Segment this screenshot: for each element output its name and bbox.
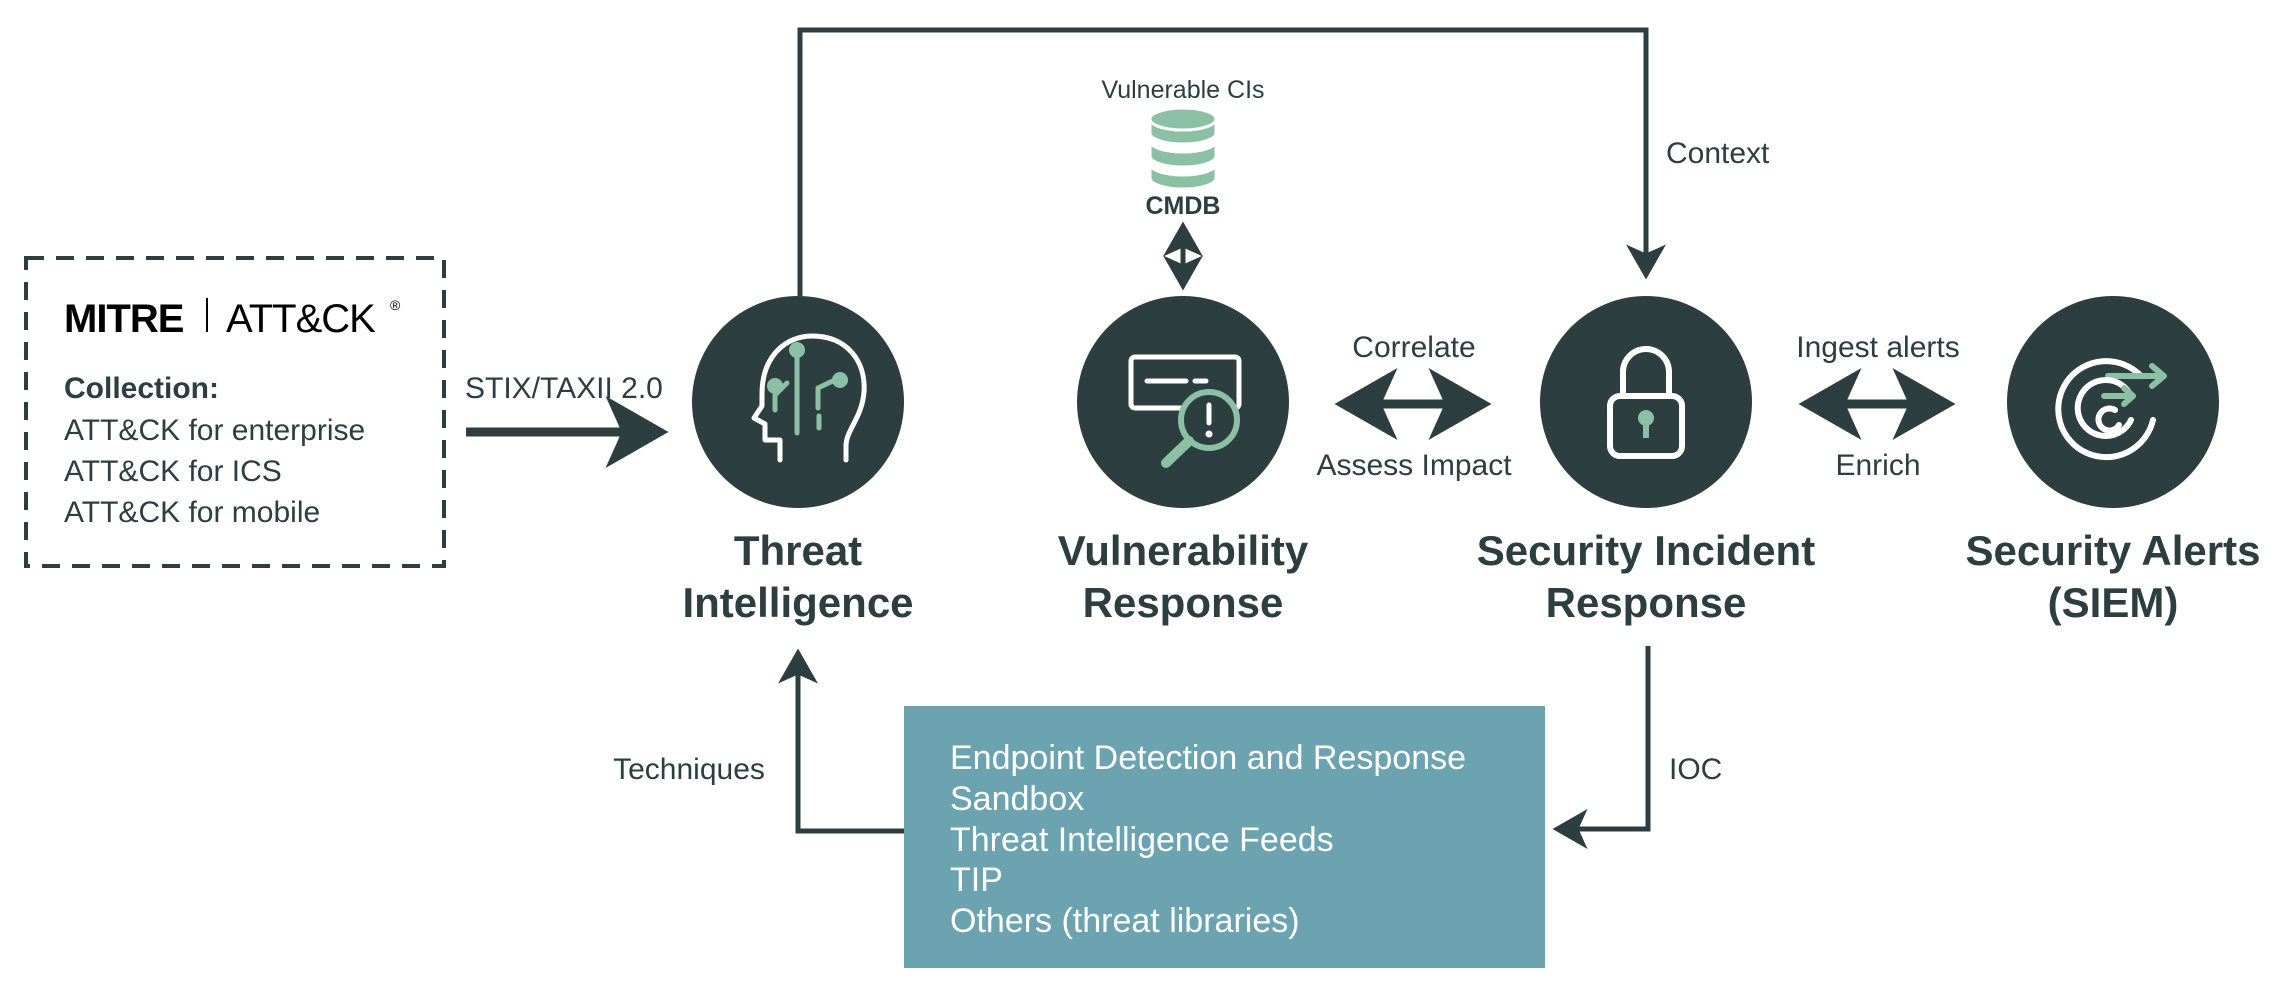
collection-item-mobile: ATT&CK for mobile [64,496,320,529]
security-incident-response-node: Security Incident Response [1477,296,1815,626]
threat-intelligence-title-line1: Threat [734,527,862,574]
context-arrow [797,27,1666,296]
source-item-others: Others (threat libraries) [950,902,1300,940]
threat-sources-box: Endpoint Detection and Response Sandbox … [904,706,1545,968]
context-label: Context [1666,137,1770,170]
lock-icon [1607,346,1685,459]
mitre-attack-box: MITRE ATT&CK ® Collection: ATT&CK for en… [24,256,446,568]
brain-circuit-icon [751,333,867,463]
vulnerability-response-title-line2: Response [1083,579,1284,626]
threat-intelligence-node: Threat Intelligence [682,296,914,626]
ingest-alerts-label: Ingest alerts [1796,331,1959,364]
security-alerts-node: Security Alerts (SIEM) [1966,296,2261,626]
correlate-label: Correlate [1352,331,1475,364]
threat-intelligence-title-line2: Intelligence [682,579,913,626]
security-incident-response-title-line2: Response [1546,579,1747,626]
source-item-sandbox: Sandbox [950,780,1084,818]
stix-label: STIX/TAXII 2.0 [465,372,663,405]
security-alerts-title-line1: Security Alerts [1966,527,2261,574]
source-item-tip: TIP [950,861,1003,899]
vulnerability-response-node: Vulnerability Response [1058,296,1309,626]
techniques-arrow [778,648,904,834]
connectors [466,27,1956,849]
enrich-label: Enrich [1835,449,1920,482]
assess-impact-label: Assess Impact [1316,449,1512,482]
vulnerability-scan-icon [1128,354,1242,468]
ioc-label: IOC [1669,753,1722,786]
security-incident-response-title-line1: Security Incident [1477,527,1815,574]
security-alerts-title-line2: (SIEM) [2048,579,2179,626]
vulnerability-response-title-line1: Vulnerability [1058,527,1309,574]
source-item-ti-feeds: Threat Intelligence Feeds [950,821,1334,859]
attack-logo-text: ATT&CK [226,297,376,341]
mitre-logo-text: MITRE [64,297,184,341]
database-icon [1148,106,1218,191]
ioc-arrow [1552,646,1651,849]
collection-title: Collection: [64,372,219,405]
source-item-edr: Endpoint Detection and Response [950,739,1466,777]
alert-signal-icon [2055,358,2167,461]
attack-registered-mark: ® [390,297,401,313]
cmdb-label: CMDB [1146,192,1221,220]
techniques-label: Techniques [613,753,765,786]
vulnerable-cis-label: Vulnerable CIs [1101,76,1264,104]
cmdb-node: Vulnerable CIs CMDB [1101,76,1264,220]
collection-item-enterprise: ATT&CK for enterprise [64,414,365,447]
collection-item-ics: ATT&CK for ICS [64,455,282,488]
